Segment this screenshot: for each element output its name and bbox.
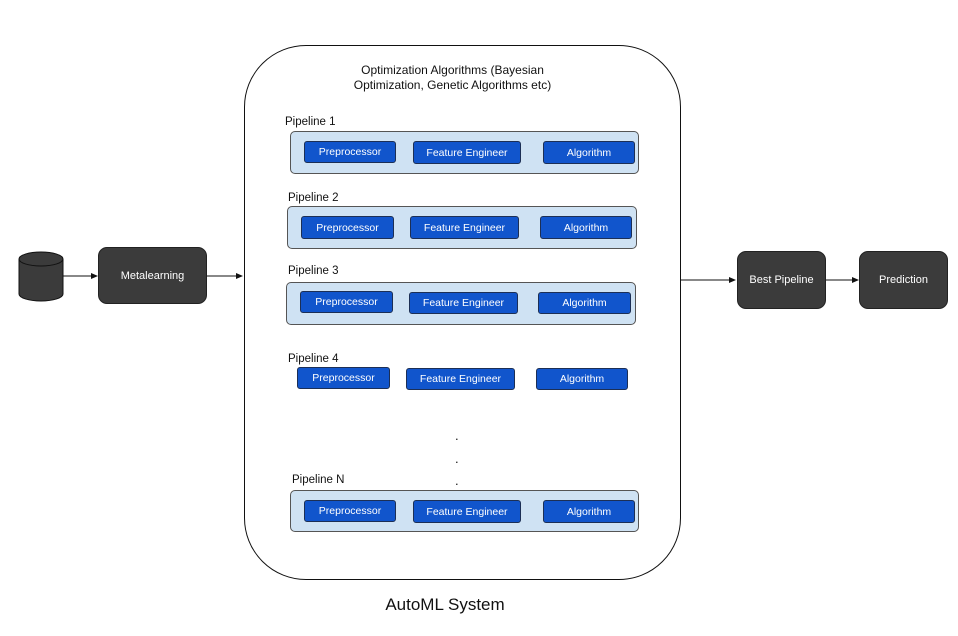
preprocessor-step: Preprocessor xyxy=(301,216,394,239)
preprocessor-step: Preprocessor xyxy=(304,500,396,522)
metalearning-label: Metalearning xyxy=(120,269,185,282)
pipeline-label: Pipeline 3 xyxy=(288,265,339,277)
pipeline-label: Pipeline N xyxy=(292,474,345,486)
feature-engineer-step: Feature Engineer xyxy=(413,500,521,523)
preprocessor-step: Preprocessor xyxy=(297,367,390,389)
pipeline-label: Pipeline 2 xyxy=(288,192,339,204)
automl-system-caption: AutoML System xyxy=(385,595,505,614)
preprocessor-step: Preprocessor xyxy=(300,291,393,313)
feature-engineer-step: Feature Engineer xyxy=(410,216,519,239)
feature-engineer-step: Feature Engineer xyxy=(413,141,521,164)
algorithm-step: Algorithm xyxy=(540,216,632,239)
prediction-label: Prediction xyxy=(879,274,928,286)
algorithm-step: Algorithm xyxy=(538,292,631,314)
optimization-title: Optimization Algorithms (Bayesian Optimi… xyxy=(353,63,552,92)
feature-engineer-step: Feature Engineer xyxy=(409,292,518,314)
algorithm-step: Algorithm xyxy=(543,500,635,523)
algorithm-step: Algorithm xyxy=(543,141,635,164)
ellipsis-dot: . xyxy=(455,473,459,488)
preprocessor-step: Preprocessor xyxy=(304,141,396,163)
best-pipeline-node: Best Pipeline xyxy=(737,251,826,309)
prediction-node: Prediction xyxy=(859,251,948,309)
best-pipeline-label: Best Pipeline xyxy=(749,274,814,286)
metalearning-node: Metalearning xyxy=(98,247,207,304)
pipeline-label: Pipeline 4 xyxy=(288,353,339,365)
ellipsis-dot: . xyxy=(455,428,459,443)
algorithm-step: Algorithm xyxy=(536,368,628,390)
ellipsis-dot: . xyxy=(455,451,459,466)
feature-engineer-step: Feature Engineer xyxy=(406,368,515,390)
database-icon xyxy=(18,251,64,302)
pipeline-label: Pipeline 1 xyxy=(285,116,336,128)
